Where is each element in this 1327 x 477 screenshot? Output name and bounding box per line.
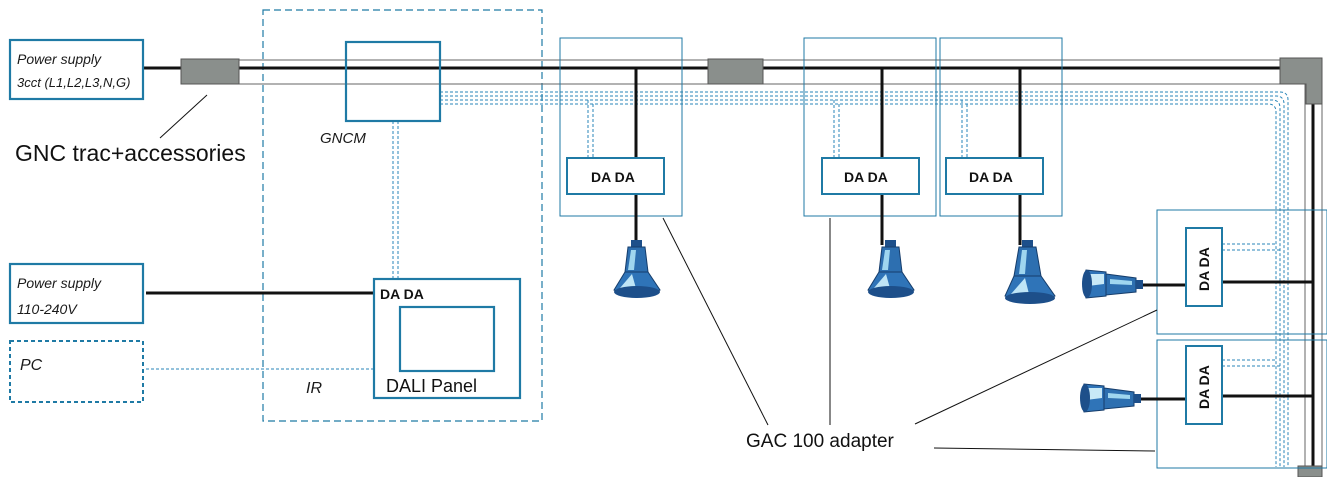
- adapter-power-drops: [634, 68, 1022, 245]
- dali-panel-screen: [398, 305, 496, 373]
- track-connector-icon: [180, 58, 240, 85]
- adapter-3-module: [945, 157, 1044, 195]
- gnc-trac-label: GNC trac+accessories: [15, 140, 246, 166]
- adapter-2-label: DA DA: [844, 169, 888, 185]
- spotlight-icon: [1082, 269, 1143, 299]
- track-corner-icon: [1279, 57, 1323, 105]
- right-adapter-power-wires: [1141, 280, 1313, 401]
- dali-panel-label: DALI Panel: [386, 376, 477, 396]
- power-supply-110-label-line2: 110-240V: [17, 301, 78, 317]
- spotlight-icon: [867, 240, 915, 298]
- adapter-1-label: DA DA: [591, 169, 635, 185]
- adapter-2-module: [821, 157, 920, 195]
- gncm-label: GNCM: [320, 130, 366, 147]
- adapter-2-housing: [803, 37, 937, 217]
- pc-label: PC: [20, 357, 43, 374]
- pc-box: [9, 340, 144, 403]
- adapter-3-housing: [939, 37, 1063, 217]
- spotlight-icon: [1004, 240, 1056, 304]
- adapter-4-housing: [1156, 209, 1327, 335]
- adapter-5-label: DA DA: [1196, 365, 1212, 409]
- track-connector-icon: [707, 58, 764, 85]
- gnc-trac-leader-line: [159, 94, 208, 139]
- power-supply-3cct-label-line2: 3cct (L1,L2,L3,N,G): [17, 75, 130, 90]
- track-rail-vertical: [1304, 80, 1323, 477]
- gncm-region: [262, 9, 543, 422]
- power-supply-110-box: [8, 262, 145, 325]
- adapter-3-label: DA DA: [969, 169, 1013, 185]
- power-supply-3cct-box: [8, 38, 145, 101]
- adapter-5-housing: [1156, 339, 1327, 469]
- adapter-4-module: [1185, 227, 1223, 307]
- spotlight-icon: [613, 240, 661, 298]
- dali-panel-terminal-label: DA DA: [380, 286, 424, 302]
- adapter-4-label: DA DA: [1196, 247, 1212, 291]
- adapter-1-housing: [559, 37, 683, 217]
- adapter-5-module: [1185, 345, 1223, 425]
- dali-drop-lines: [587, 100, 1280, 367]
- spotlight-icon: [1080, 383, 1141, 413]
- power-supply-110-label-line1: Power supply: [17, 275, 102, 291]
- gac-adapter-leader-lines: [662, 217, 1158, 452]
- gncm-to-panel-dali-lines: [392, 121, 399, 279]
- gncm-box: [344, 40, 442, 123]
- dali-bus-horizontal: [440, 91, 1289, 467]
- power-supply-3cct-label-line1: Power supply: [17, 51, 102, 67]
- adapter-1-module: [566, 157, 665, 195]
- track-end-cap: [1297, 465, 1323, 477]
- gac-adapter-label: GAC 100 adapter: [746, 431, 895, 452]
- ir-label: IR: [306, 380, 322, 397]
